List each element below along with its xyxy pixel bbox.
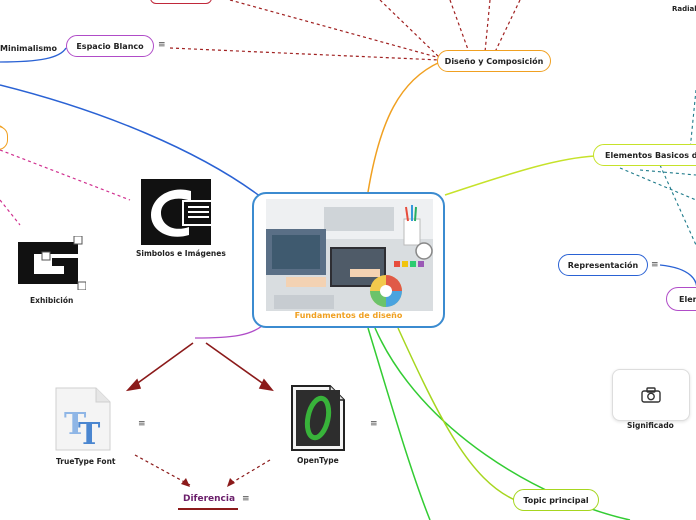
label-simbolos[interactable]: Simbolos e Imágenes	[136, 249, 226, 258]
connector-representacion	[659, 264, 696, 295]
connector-blue-left	[0, 84, 266, 201]
central-topic-node[interactable]: Fundamentos de diseño	[252, 192, 445, 328]
dotted-connectors-top	[169, 0, 521, 61]
arrowhead-diferencia-left	[181, 478, 190, 487]
svg-text:T: T	[64, 407, 87, 442]
connector-purple	[194, 325, 263, 339]
node-diseno-composicion[interactable]: Diseño y Composición	[437, 50, 551, 72]
opentype-icon	[290, 384, 346, 452]
connector-topic	[397, 327, 516, 501]
label-exhibicion[interactable]: Exhibición	[30, 296, 74, 305]
diferencia-underline	[178, 508, 238, 510]
menu-icon[interactable]: ≡	[651, 260, 659, 270]
label-opentype[interactable]: OpenType	[297, 456, 339, 465]
arrow-connectors	[125, 342, 274, 392]
menu-icon[interactable]: ≡	[242, 494, 250, 504]
connector-diseno	[367, 61, 441, 193]
significado-card[interactable]	[612, 369, 690, 421]
node-topic-principal[interactable]: Topic principal	[513, 489, 599, 511]
label-truetype[interactable]: TrueType Font	[56, 457, 116, 466]
menu-icon[interactable]: ≡	[138, 419, 146, 429]
exhibicion-icon	[12, 235, 87, 291]
dotted-connectors-pink	[0, 149, 131, 226]
node-minimalismo[interactable]: Minimalismo	[0, 44, 57, 53]
label-significado[interactable]: Significado	[627, 421, 674, 430]
node-elem[interactable]: Elem	[666, 287, 696, 311]
central-topic-title: Fundamentos de diseño	[294, 311, 403, 320]
arrowhead-diferencia-right	[227, 478, 235, 487]
design-workspace-image	[266, 199, 433, 311]
camera-icon	[641, 387, 661, 403]
node-espacio-blanco[interactable]: Espacio Blanco	[66, 35, 154, 57]
menu-icon[interactable]: ≡	[370, 419, 378, 429]
simbolos-icon	[141, 179, 216, 245]
svg-text:T: T	[78, 417, 101, 452]
node-elementos-basicos[interactable]: Elementos Basicos del D	[593, 144, 696, 166]
node-representacion[interactable]: Representación	[558, 254, 648, 276]
dotted-connectors-diferencia	[134, 454, 271, 486]
top-partial-node[interactable]	[150, 0, 212, 4]
truetype-icon: T T	[52, 386, 114, 452]
node-diferencia[interactable]: Diferencia	[183, 494, 236, 504]
node-radial[interactable]: Radial	[672, 5, 696, 13]
menu-icon[interactable]: ≡	[158, 40, 166, 50]
dotted-connectors-teal	[619, 89, 696, 246]
connector-minimalismo	[0, 47, 67, 63]
connector-elementos	[444, 155, 596, 196]
